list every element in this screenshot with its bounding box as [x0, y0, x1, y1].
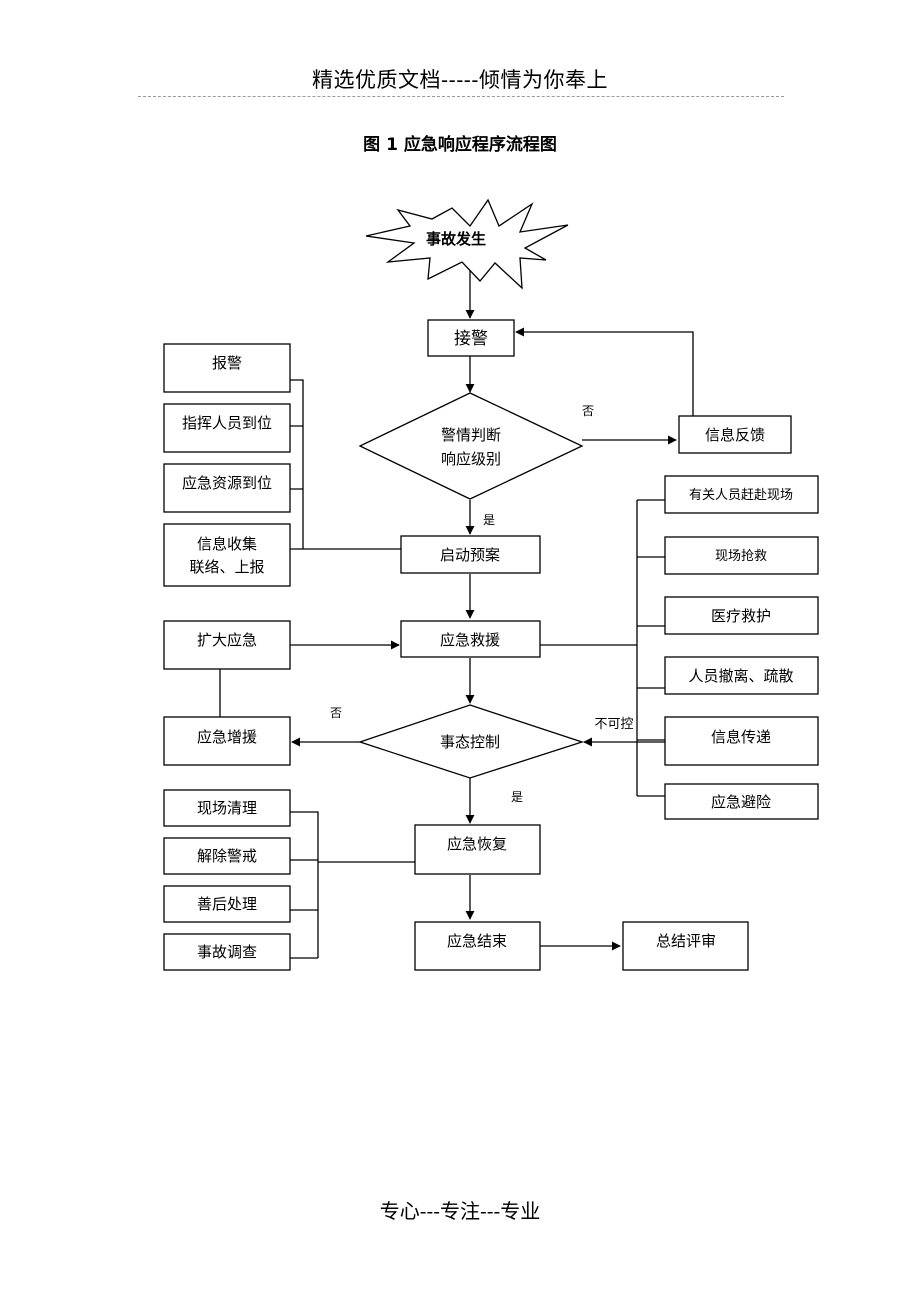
- page-header: 精选优质文档-----倾情为你奉上: [312, 68, 608, 92]
- node-site-cleanup: [163, 789, 291, 827]
- node-end-text: 应急结束: [447, 932, 507, 950]
- label-yes-plan: 是: [483, 513, 495, 527]
- node-accident-investigation: [163, 933, 291, 971]
- node-review-text: 总结评审: [656, 932, 716, 950]
- node-commander-arrive: [163, 403, 291, 453]
- node-emergency-avoid-text: 应急避险: [711, 793, 771, 811]
- page-footer: 专心---专注---专业: [379, 1199, 541, 1223]
- node-evacuation-text: 人员撤离、疏散: [688, 667, 793, 685]
- node-personnel-to-site: [664, 475, 819, 514]
- node-accident-investigation-text: 事故调查: [197, 943, 257, 961]
- node-expand-response: [163, 620, 291, 670]
- node-recovery: [414, 824, 541, 875]
- diagram-title: 图 1 应急响应程序流程图: [363, 135, 557, 155]
- node-evacuation: [664, 656, 819, 695]
- label-no-reinforce: 否: [330, 706, 342, 720]
- node-emergency-rescue: [400, 620, 541, 658]
- node-start-text: 事故发生: [426, 230, 486, 248]
- node-activate-plan: [400, 535, 541, 574]
- header-divider: [138, 96, 784, 97]
- node-info-collect-text-1: 信息收集: [197, 535, 257, 553]
- node-lift-alert-text: 解除警戒: [197, 847, 257, 865]
- node-situation-control-text: 事态控制: [440, 733, 500, 751]
- node-info-collect-text-2: 联络、上报: [189, 558, 264, 576]
- label-no-feedback: 否: [582, 404, 594, 418]
- node-receive-alarm: [427, 319, 515, 357]
- node-medical-aid-text: 医疗救护: [711, 607, 771, 625]
- node-medical-aid: [664, 596, 819, 635]
- node-situation-control-diamond: [357, 704, 585, 779]
- bracket-right-rescue-actions: [540, 499, 665, 797]
- node-personnel-to-site-text: 有关人员赶赴现场: [689, 488, 793, 503]
- node-report-text: 报警: [212, 354, 242, 372]
- node-recovery-text: 应急恢复: [447, 835, 507, 853]
- node-emergency-rescue-text: 应急救援: [440, 631, 500, 649]
- node-judge-text-2: 响应级别: [441, 450, 501, 468]
- node-info-collect: [163, 523, 291, 587]
- node-judge-text-1: 警情判断: [441, 426, 501, 444]
- node-expand-response-text: 扩大应急: [197, 631, 257, 649]
- node-review: [622, 921, 749, 971]
- node-info-feedback: [678, 415, 792, 454]
- node-info-feedback-text: 信息反馈: [705, 426, 765, 444]
- node-site-cleanup-text: 现场清理: [197, 799, 257, 817]
- node-aftermath: [163, 885, 291, 923]
- node-commander-arrive-text: 指挥人员到位: [182, 414, 272, 432]
- node-receive-alarm-text: 接警: [454, 329, 488, 349]
- node-activate-plan-text: 启动预案: [440, 546, 500, 564]
- edge-feedback-to-receive: [515, 327, 694, 416]
- label-uncontrollable: 不可控: [594, 717, 633, 732]
- bracket-left-report-group: [290, 379, 402, 550]
- node-report: [163, 343, 291, 393]
- node-judge-diamond: [358, 392, 584, 500]
- node-lift-alert: [163, 837, 291, 875]
- node-site-rescue-text: 现场抢救: [715, 548, 767, 564]
- node-aftermath-text: 善后处理: [197, 895, 257, 913]
- bracket-recovery-group: [290, 811, 415, 959]
- node-start-burst: [365, 198, 569, 290]
- node-reinforce: [163, 716, 291, 766]
- node-resource-arrive-text: 应急资源到位: [182, 474, 272, 492]
- node-emergency-avoid: [664, 783, 819, 820]
- node-site-rescue: [664, 536, 819, 575]
- node-reinforce-text: 应急增援: [197, 728, 257, 746]
- node-info-transfer: [664, 716, 819, 766]
- node-info-transfer-text: 信息传递: [711, 728, 771, 746]
- node-resource-arrive: [163, 463, 291, 513]
- node-end: [414, 921, 541, 971]
- label-yes-recovery: 是: [511, 790, 523, 804]
